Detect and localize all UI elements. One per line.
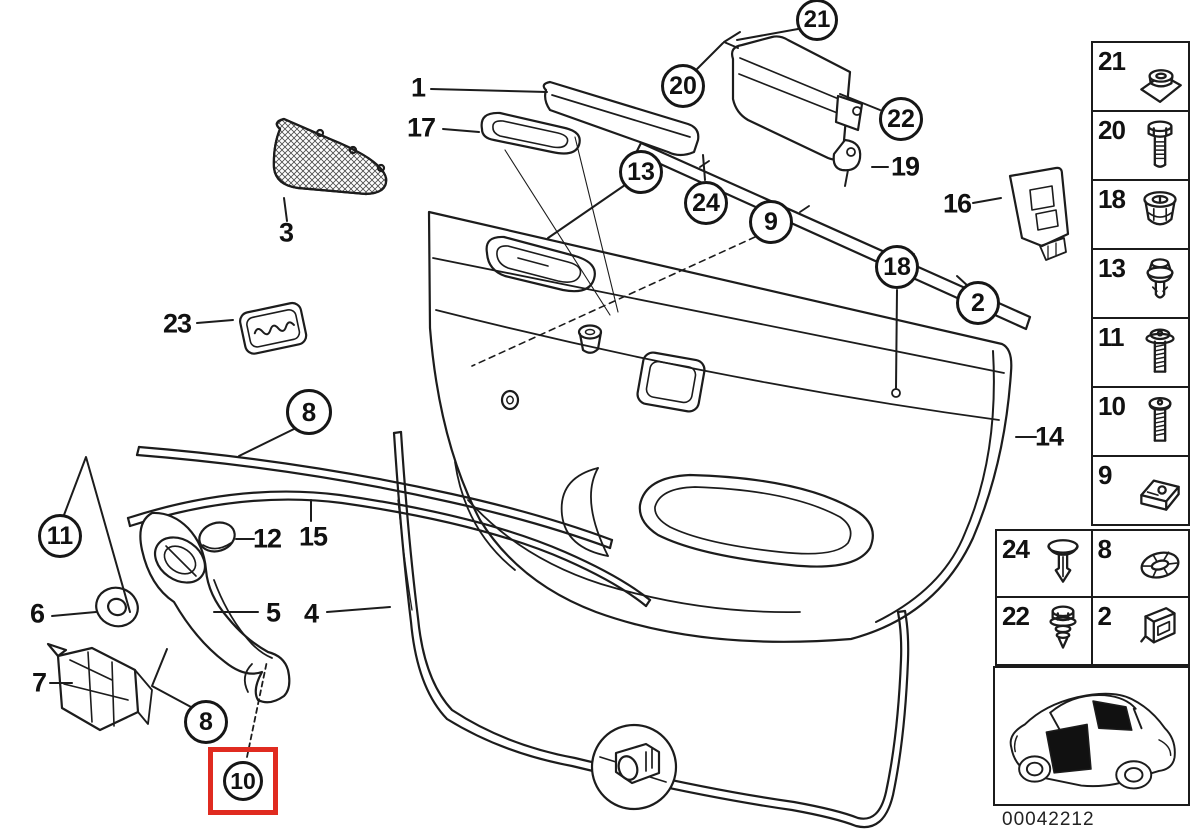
- door-pull-handle-part-5: [139, 511, 291, 704]
- callout-18[interactable]: 18: [875, 245, 919, 289]
- callout-22[interactable]: 22: [879, 97, 923, 141]
- callout-number: 2: [971, 288, 985, 317]
- callout-8[interactable]: 8: [286, 389, 332, 435]
- callout-number: 8: [199, 707, 213, 736]
- callout-13[interactable]: 13: [619, 150, 663, 194]
- callout-21[interactable]: 21: [796, 0, 838, 41]
- leader-lines: [49, 28, 1037, 758]
- selected-part-highlight: [208, 747, 278, 815]
- push-rivet-icon: [1037, 534, 1089, 592]
- callout-number: 21: [803, 6, 831, 33]
- cover-cap-part-12: [198, 521, 236, 553]
- legend-number: 10: [1098, 391, 1126, 421]
- callout-9[interactable]: 9: [749, 200, 793, 244]
- legend-cell-13: 13: [1093, 250, 1188, 319]
- legend-cell-10: 10: [1093, 388, 1188, 457]
- fastener-legend-column: 21 20 18 13 11 10 9: [1091, 41, 1190, 526]
- part-label-23[interactable]: 23: [162, 308, 192, 339]
- callout-2[interactable]: 2: [956, 281, 1000, 325]
- part-label-6[interactable]: 6: [29, 598, 45, 629]
- door-seal-part-4: [392, 430, 910, 829]
- callout-24[interactable]: 24: [684, 181, 728, 225]
- legend-number: 2: [1097, 600, 1113, 631]
- callout-11[interactable]: 11: [38, 514, 82, 558]
- callout-number: 9: [764, 207, 778, 236]
- bracket-part-16: [1008, 166, 1070, 261]
- car-door-location-thumbnail: [1009, 692, 1176, 790]
- legend-cell-22: 22: [997, 597, 1093, 664]
- legend-cell-2: 2: [1093, 598, 1189, 665]
- spoked-grommet-icon: [1134, 534, 1186, 592]
- callout-number: 18: [883, 252, 911, 281]
- oval-head-screw-icon: [1134, 393, 1186, 451]
- callout-number: 24: [692, 188, 720, 217]
- part-label-12[interactable]: 12: [252, 523, 282, 554]
- legend-cell-20: 20: [1093, 112, 1188, 181]
- legend-number: 21: [1098, 46, 1126, 76]
- trim-strip-part-15: [126, 490, 652, 608]
- legend-cell-8: 8: [1092, 531, 1188, 598]
- expanding-grommet-icon: [1134, 186, 1186, 244]
- ring-grommet-part-6: [95, 586, 139, 628]
- top-moulding-part-1: [542, 80, 700, 157]
- legend-cell-18: 18: [1093, 181, 1188, 250]
- callout-number: 10: [230, 767, 256, 794]
- part-label-1[interactable]: 1: [410, 72, 426, 103]
- part-label-14[interactable]: 14: [1034, 421, 1064, 452]
- car-location-box: [993, 666, 1190, 806]
- speaker-grille-part-3: [272, 117, 388, 196]
- clip-bracket-icon: [1134, 602, 1186, 660]
- callout-number: 11: [46, 521, 74, 550]
- legend-number: 11: [1098, 322, 1124, 352]
- legend-number: 8: [1097, 534, 1113, 564]
- spring-clip-icon: [1134, 462, 1186, 520]
- legend-number: 13: [1098, 253, 1126, 283]
- legend-cell-9: 9: [1093, 457, 1188, 524]
- drawing-number: 00042212: [1002, 809, 1095, 830]
- legend-cell-11: 11: [1093, 319, 1188, 388]
- part-label-16[interactable]: 16: [942, 188, 972, 219]
- handle-bracket-part-7: [46, 642, 153, 732]
- screw-with-washer-icon: [1134, 324, 1186, 382]
- clip-nut-icon: [1134, 48, 1186, 106]
- part-label-4[interactable]: 4: [303, 598, 319, 629]
- part-label-5[interactable]: 5: [265, 597, 281, 628]
- part-label-7[interactable]: 7: [31, 667, 47, 698]
- callout-number: 13: [627, 157, 655, 186]
- hex-bolt-icon: [1134, 117, 1186, 175]
- legend-cell-24: 24: [997, 531, 1093, 598]
- part-label-19[interactable]: 19: [890, 151, 920, 182]
- part-label-15[interactable]: 15: [298, 521, 328, 552]
- callout-10[interactable]: 10: [223, 761, 263, 801]
- legend-number: 22: [1002, 600, 1030, 631]
- screw-washer-assembly-icon: [1037, 602, 1089, 660]
- callout-number: 20: [669, 71, 697, 100]
- speaker-module-part-21: [723, 31, 864, 187]
- callout-number: 8: [301, 397, 317, 427]
- expanding-rivet-icon: [1134, 255, 1186, 313]
- trim-strip-part-8: [135, 445, 614, 550]
- legend-number: 20: [1098, 115, 1126, 145]
- legend-number: 18: [1098, 184, 1126, 214]
- legend-number: 9: [1098, 460, 1113, 490]
- door-trim-panel-part-14: [427, 210, 1013, 643]
- callout-number: 22: [887, 104, 915, 133]
- callout-8[interactable]: 8: [184, 700, 228, 744]
- callout-20[interactable]: 20: [661, 64, 705, 108]
- part-label-17[interactable]: 17: [406, 112, 436, 143]
- airbag-emblem-part-23: [239, 301, 308, 355]
- part-label-3[interactable]: 3: [278, 217, 294, 248]
- legend-number: 24: [1002, 534, 1030, 564]
- legend-cell-21: 21: [1093, 43, 1188, 112]
